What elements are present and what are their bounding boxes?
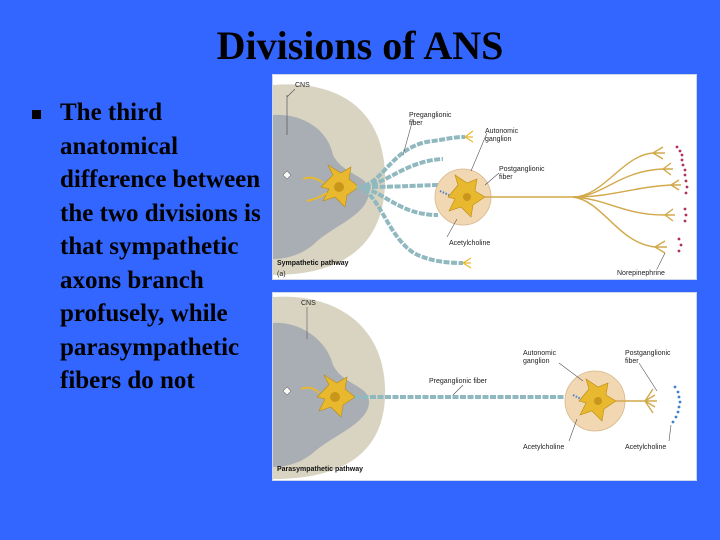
panel-letter: (a) — [277, 271, 286, 278]
pathway-label: Parasympathetic pathway — [277, 466, 363, 473]
acetylcholine-label-1: Acetylcholine — [523, 444, 564, 451]
preganglionic-neuron — [300, 374, 356, 418]
acetylcholine-label: Acetylcholine — [449, 240, 490, 247]
preganglionic-neuron — [302, 164, 360, 208]
sympathetic-terminal-dots — [675, 145, 689, 253]
neurotransmitter-label: Norepinephrine — [617, 270, 665, 277]
pathway-label: Sympathetic pathway — [277, 260, 349, 267]
branching-preganglionic-fibers — [356, 135, 466, 265]
acetylcholine-label-2: Acetylcholine — [625, 444, 666, 451]
cns-label: CNS — [301, 300, 316, 307]
bullet-text: The third anatomical difference between … — [60, 99, 261, 394]
slide-title: Divisions of ANS — [216, 23, 504, 68]
postganglionic-fiber-branches — [485, 146, 681, 254]
short-postganglionic-fiber — [616, 388, 657, 414]
cns-label: CNS — [295, 82, 310, 89]
preganglionic-label: Preganglionic fiber — [429, 378, 488, 385]
parasympathetic-terminal-dots — [671, 385, 682, 424]
bullet-square-icon — [32, 110, 41, 119]
